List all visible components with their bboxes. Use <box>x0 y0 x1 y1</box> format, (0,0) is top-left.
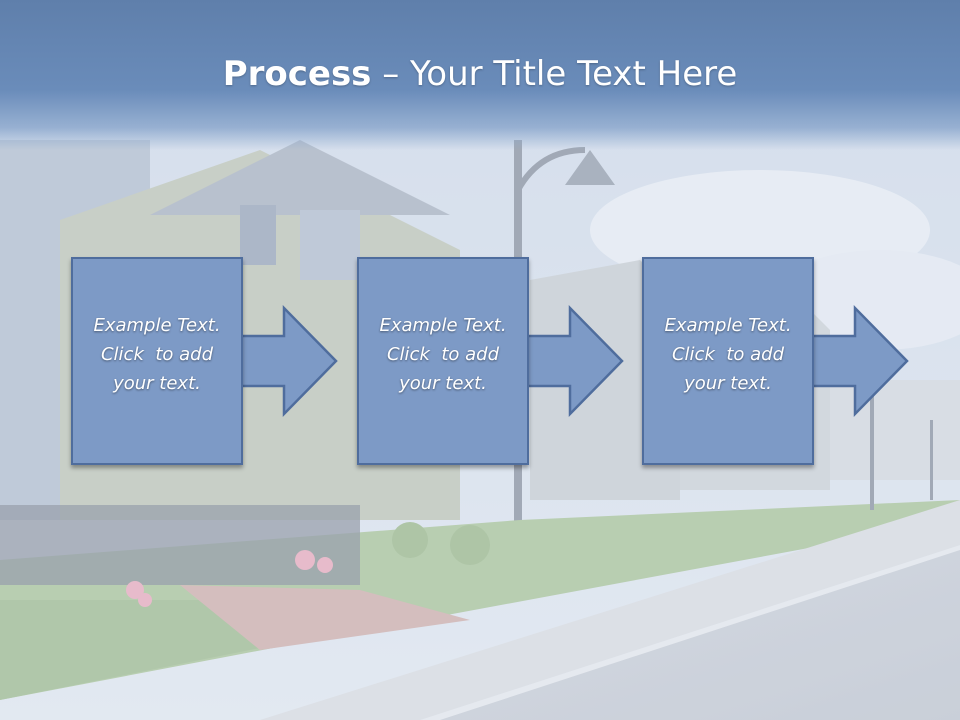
step-2-line-3: your text. <box>399 373 487 394</box>
step-2-line-1: Example Text. <box>379 315 507 336</box>
title-bar <box>0 0 960 150</box>
step-3-line-1: Example Text. <box>664 315 792 336</box>
step-3-text[interactable]: Example Text. Click to add your text. <box>644 311 812 398</box>
step-3-arrow-icon <box>809 304 909 418</box>
step-1-line-1: Example Text. <box>93 315 221 336</box>
title-bold: Process <box>222 54 372 94</box>
step-2-arrow-icon <box>524 304 624 418</box>
step-2-text[interactable]: Example Text. Click to add your text. <box>359 311 527 398</box>
step-1-text[interactable]: Example Text. Click to add your text. <box>73 311 241 398</box>
step-2-box[interactable]: Example Text. Click to add your text. <box>357 257 529 465</box>
step-2-line-2: Click to add <box>386 344 499 365</box>
step-1-line-2: Click to add <box>100 344 213 365</box>
step-3-line-2: Click to add <box>671 344 784 365</box>
slide-title[interactable]: Process – Your Title Text Here <box>0 52 960 96</box>
step-3-box[interactable]: Example Text. Click to add your text. <box>642 257 814 465</box>
title-rest: – Your Title Text Here <box>371 54 738 94</box>
step-3-line-3: your text. <box>684 373 772 394</box>
step-1-line-3: your text. <box>113 373 201 394</box>
step-1-box[interactable]: Example Text. Click to add your text. <box>71 257 243 465</box>
step-1-arrow-icon <box>238 304 338 418</box>
